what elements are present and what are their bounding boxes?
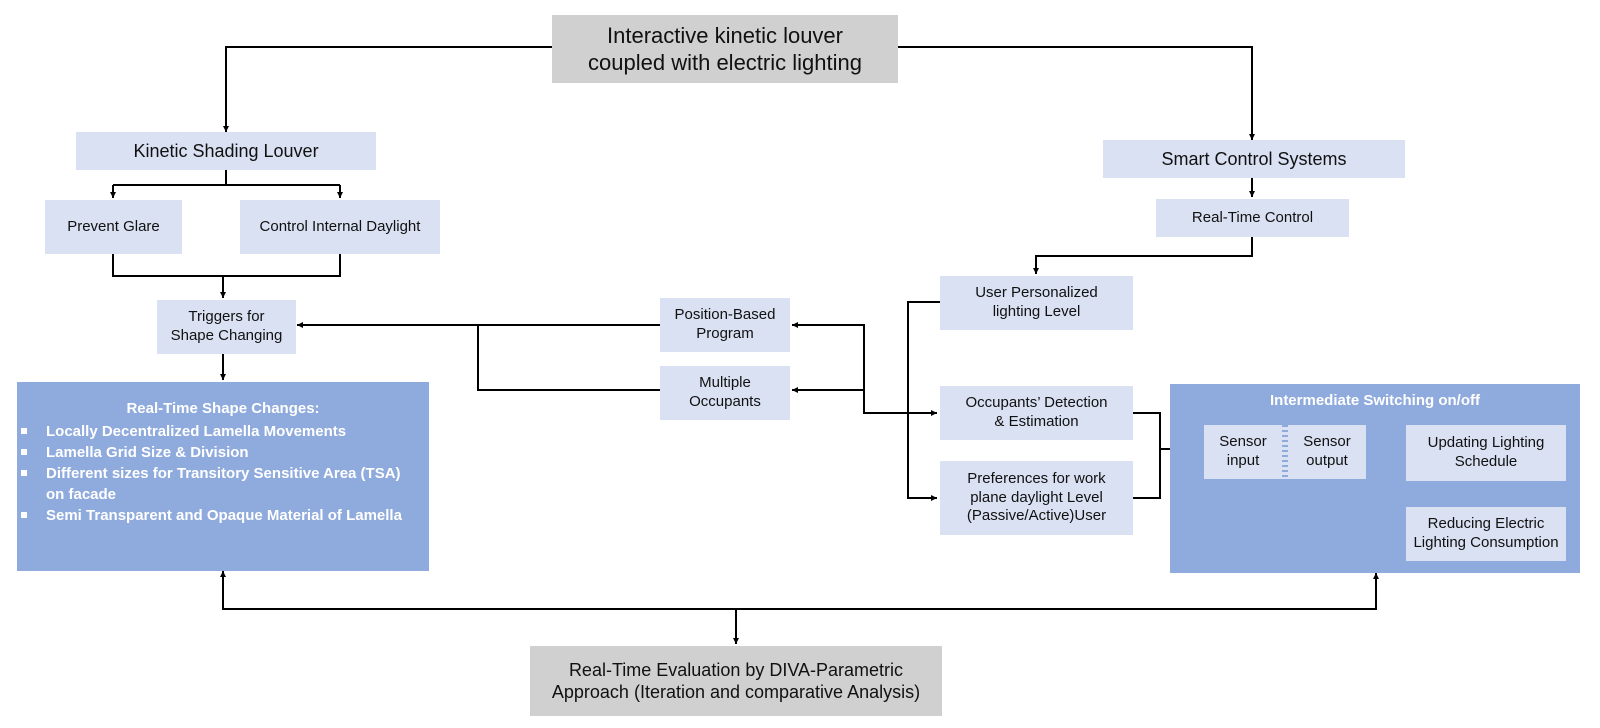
connector-feed-to-position [792,322,908,414]
prevent-glare-label: Prevent Glare [67,217,160,235]
updating-lighting-schedule-box: Updating Lighting Schedule [1406,425,1566,481]
sensor-divider [1282,425,1288,479]
connector-preferences-to-switching [1132,449,1161,499]
occupants-detection-line: Occupants’ Detection [965,394,1108,412]
updating-lighting-line: Schedule [1454,453,1518,470]
connector-glare-daylight-merge [112,254,341,277]
connector-top-to-kinetic [223,46,552,132]
user-personalized-line: User Personalized [975,284,1098,302]
shape-change-text: Semi Transparent and Opaque Material of … [46,506,402,524]
connector-user-feed [907,301,940,501]
shape-changes-list: Locally Decentralized Lamella Movements … [19,421,402,526]
shape-change-item: Semi Transparent and Opaque Material of … [19,505,402,526]
preferences-line: (Passive/Active)User [966,507,1107,525]
reducing-electric-line: Reducing Electric [1427,515,1545,533]
occupants-detection-line: & Estimation [994,413,1079,430]
position-based-line: Program [696,325,754,342]
shape-changes-box: Real-Time Shape Changes: Locally Decentr… [17,382,429,571]
user-personalized-box: User Personalized lighting Level [940,276,1133,330]
shape-change-text: Locally Decentralized Lamella Movements [46,422,347,440]
preferences-line: plane daylight Level [970,488,1103,506]
sensor-input-line: Sensor [1219,433,1267,451]
intermediate-switching-title: Intermediate Switching on/off [1269,392,1480,409]
evaluation-box: Real-Time Evaluation by DIVA-Parametric … [530,646,942,716]
position-based-line: Position-Based [674,306,776,324]
connector-top-to-smart [898,46,1255,140]
triggers-line: Shape Changing [170,327,283,344]
multiple-occupants-line: Occupants [689,393,761,410]
reducing-electric-line: Lighting Consumption [1413,534,1559,551]
connector-realtime-to-user [1033,237,1253,274]
connector-evaluation-loop [220,571,1379,610]
triggers-box: Triggers for Shape Changing [157,300,296,354]
real-time-control-box: Real-Time Control [1156,199,1349,237]
prevent-glare-box: Prevent Glare [45,200,182,254]
sensor-output-line: Sensor [1303,433,1351,451]
sensor-input-line: input [1226,452,1260,469]
shape-change-text: Different sizes for Transitory Sensitive… [46,464,401,482]
smart-control-systems-label: Smart Control Systems [1161,148,1347,169]
sensor-input-box: Sensor input [1204,425,1282,479]
kinetic-shading-louver-box: Kinetic Shading Louver [76,132,376,170]
triggers-line: Triggers for [188,308,265,326]
shape-change-text: on facade [46,485,117,503]
main-title-box: Interactive kinetic louver coupled with … [552,15,898,83]
reducing-electric-lighting-box: Reducing Electric Lighting Consumption [1406,507,1566,561]
occupants-detection-box: Occupants’ Detection & Estimation [940,386,1133,440]
kinetic-shading-louver-label: Kinetic Shading Louver [133,140,319,161]
main-title-line: Interactive kinetic louver [607,22,843,48]
preferences-box: Preferences for work plane daylight Leve… [940,461,1133,535]
preferences-line: Preferences for work [967,469,1106,487]
control-internal-daylight-label: Control Internal Daylight [259,217,421,235]
smart-control-systems-box: Smart Control Systems [1103,140,1405,178]
updating-lighting-line: Updating Lighting [1427,434,1545,452]
shape-changes-title: Real-Time Shape Changes: [126,400,320,417]
connector-detection-to-switching [1132,412,1161,449]
sensor-output-line: output [1306,452,1348,469]
control-internal-daylight-box: Control Internal Daylight [240,200,440,254]
user-personalized-line: lighting Level [992,303,1081,320]
multiple-occupants-line: Multiple [699,374,751,392]
shape-change-text: Lamella Grid Size & Division [46,443,249,461]
shape-change-item: Locally Decentralized Lamella Movements [19,421,402,442]
shape-change-item: Different sizes for Transitory Sensitive… [19,463,402,505]
real-time-control-label: Real-Time Control [1191,208,1314,226]
main-title-line: coupled with electric lighting [588,50,862,75]
evaluation-line: Real-Time Evaluation by DIVA-Parametric [568,659,904,680]
connector-multiple-to-triggers [477,325,660,391]
sensor-output-box: Sensor output [1288,425,1366,479]
evaluation-line: Approach (Iteration and comparative Anal… [551,682,921,702]
shape-change-item: Lamella Grid Size & Division [19,442,402,463]
multiple-occupants-box: Multiple Occupants [660,366,790,420]
position-based-program-box: Position-Based Program [660,298,790,352]
